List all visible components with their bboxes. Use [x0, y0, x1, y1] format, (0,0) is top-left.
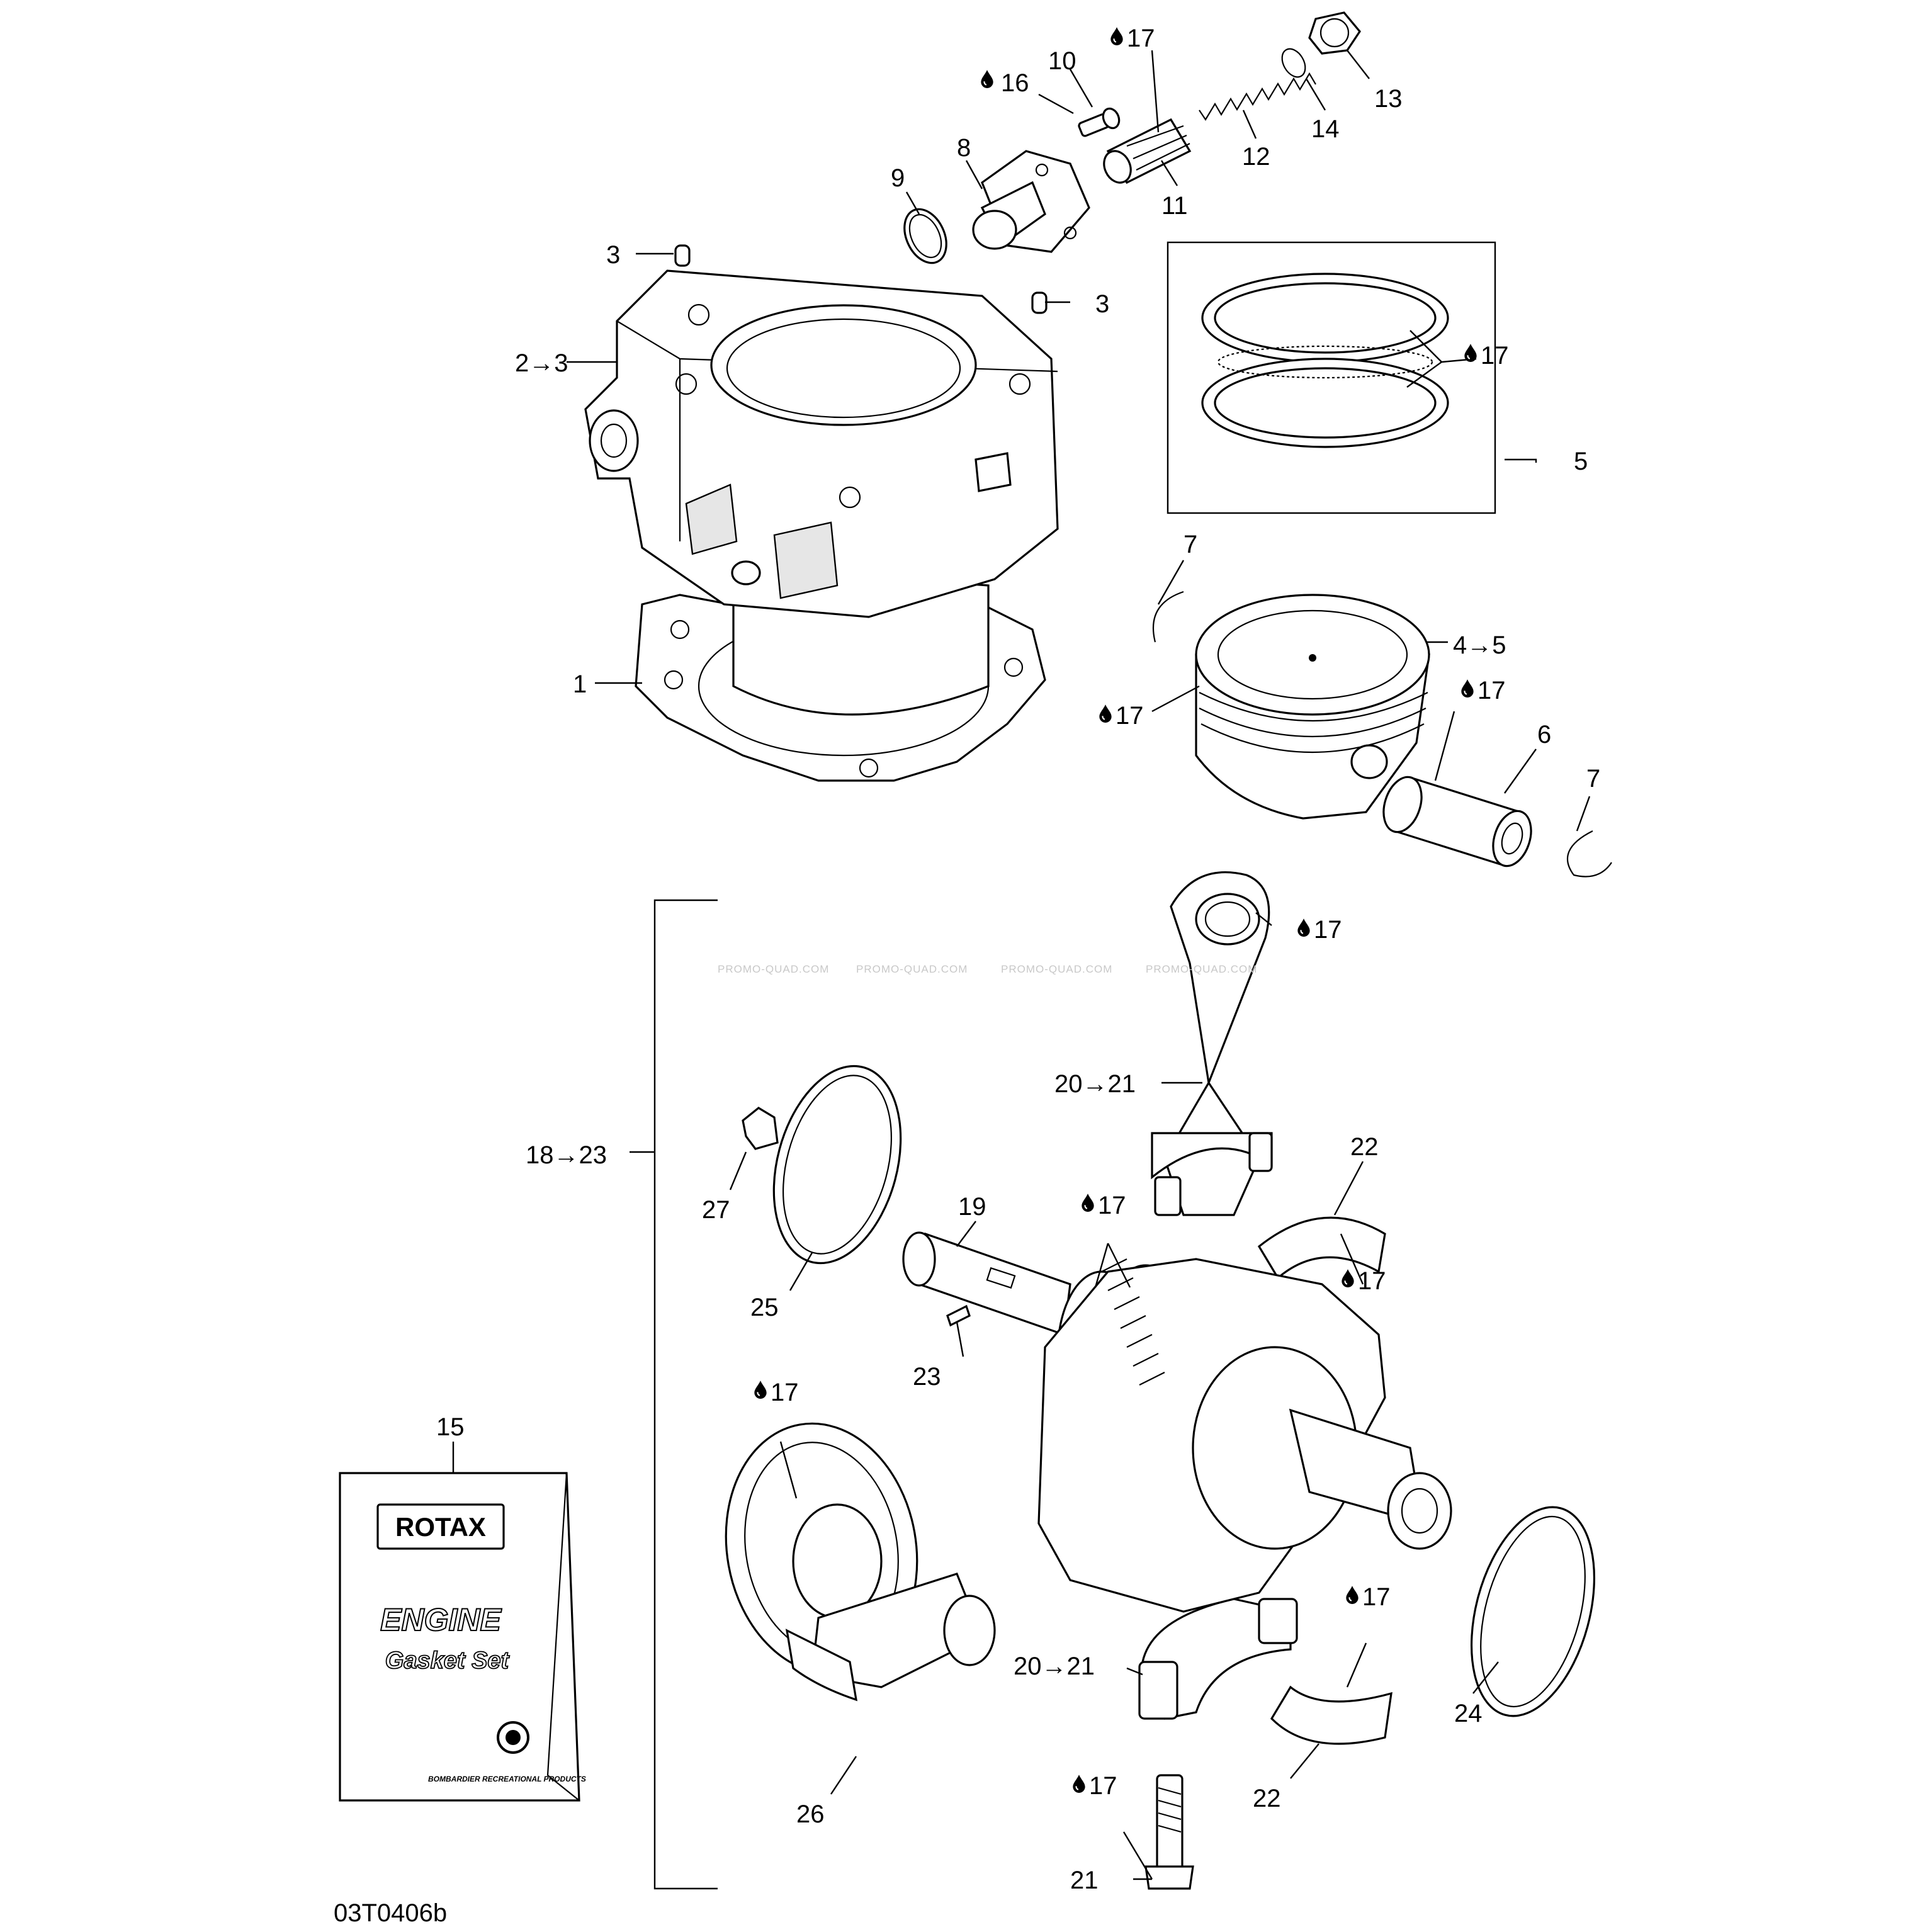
gasket-subtitle: Gasket Set: [385, 1647, 510, 1674]
gasket-set-package: ROTAX ENGINE Gasket Set BOMBARDIER RECRE…: [339, 1472, 586, 1802]
gasket-maker: BOMBARDIER RECREATIONAL PRODUCTS: [428, 1775, 586, 1783]
part-label: 26: [796, 1800, 825, 1828]
piston-pin: [1382, 776, 1532, 867]
oil-drop-icon: [1460, 679, 1474, 698]
oil-label: 17: [771, 1379, 799, 1406]
oil-label: 17: [1477, 677, 1506, 704]
thrust-washer: [772, 1065, 1596, 1717]
part-label: 1: [573, 670, 587, 698]
part-label: 13: [1374, 85, 1403, 113]
part-label: 19: [958, 1193, 986, 1221]
part-label: 6: [1537, 721, 1551, 749]
oil-label: 17: [1362, 1583, 1391, 1611]
bearing-shell: [1257, 1216, 1393, 1745]
oil-label: 17: [1481, 342, 1509, 370]
part-label: 20→21: [1054, 1070, 1136, 1098]
part-label: 22: [1350, 1133, 1379, 1161]
part-label: 24: [1454, 1700, 1483, 1727]
connecting-rod-cap: [1138, 1598, 1298, 1720]
circlip: [1152, 590, 1612, 878]
part-label: 27: [702, 1196, 730, 1224]
part-label: 16: [1001, 69, 1029, 97]
oil-drop-icon: [1297, 918, 1311, 937]
sealing-ring: [1281, 48, 1306, 78]
oil-drop-icon: [980, 69, 994, 88]
watermark-text: PROMO-QUAD.COM: [1146, 963, 1257, 975]
oil-drop-icon: [1072, 1774, 1086, 1793]
o-ring: [903, 208, 947, 264]
part-label: 7: [1183, 531, 1197, 558]
woodruff-key: [946, 1304, 971, 1327]
oil-drop-icon: [1110, 26, 1124, 45]
oil-label: 17: [1358, 1267, 1386, 1295]
oil-label: 17: [1089, 1772, 1117, 1800]
part-label: 7: [1586, 765, 1600, 793]
tensioner-housing: [972, 150, 1090, 253]
figure-code: 03T0406b: [334, 1899, 447, 1927]
part-label: 10: [1048, 47, 1076, 75]
leader-lines: [452, 50, 1591, 1880]
tensioner-spring: [1199, 72, 1316, 121]
part-label: 22: [1253, 1785, 1281, 1812]
conrod-bolt: [1144, 1774, 1194, 1890]
balance-shaft: [725, 1422, 996, 1702]
cylinder-block: [584, 269, 1059, 716]
piston-ring-set-box: [1167, 241, 1496, 514]
part-label: 4→5: [1453, 631, 1506, 659]
part-label: 12: [1242, 143, 1270, 171]
watermark-text: PROMO-QUAD.COM: [1001, 963, 1112, 975]
part-label: 15: [436, 1413, 465, 1441]
connecting-rod: [1151, 871, 1273, 1216]
oil-drop-icon: [754, 1380, 767, 1399]
part-label: 5: [1574, 448, 1588, 475]
watermark-text: PROMO-QUAD.COM: [718, 963, 829, 975]
plug: [742, 1107, 779, 1150]
crankshaft-group-bracket: [630, 899, 718, 1890]
oil-label: 17: [1314, 916, 1342, 944]
part-label: 3: [606, 241, 620, 269]
part-label: 8: [957, 134, 971, 162]
part-label: 18→23: [526, 1141, 607, 1169]
tensioner-bolt: [1078, 107, 1121, 137]
oil-drop-icon: [1341, 1268, 1355, 1287]
plug-screw: [1308, 11, 1361, 55]
oil-labels: 17 17 17 17 17 17 17 17 17 17: [754, 25, 1509, 1800]
part-label: 14: [1311, 115, 1340, 143]
part-label: 11: [1161, 192, 1188, 220]
gasket-title: ENGINE: [380, 1602, 502, 1637]
oil-label: 17: [1098, 1192, 1126, 1219]
piston: [1195, 594, 1430, 820]
part-label: 25: [750, 1294, 779, 1321]
tensioner-plunger: [1103, 118, 1192, 184]
part-label: 20→21: [1014, 1652, 1095, 1680]
watermark-text: PROMO-QUAD.COM: [856, 963, 968, 975]
gasket-brand: ROTAX: [395, 1512, 486, 1542]
oil-drop-icon: [1464, 343, 1477, 362]
part-label: 2→3: [515, 349, 568, 377]
part-labels: 1 2→3 3 3 4→5 5 6 7 7 8 9 10 11 12 13 14…: [436, 47, 1600, 1894]
oil-drop-icon: [1345, 1585, 1359, 1604]
oil-drop-icon: [1099, 704, 1112, 723]
part-label: 23: [913, 1363, 941, 1391]
oil-drop-icon: [1081, 1193, 1095, 1212]
part-label: 9: [891, 164, 905, 192]
part-label: 21: [1070, 1867, 1099, 1894]
watermark: PROMO-QUAD.COM PROMO-QUAD.COM PROMO-QUAD…: [718, 963, 1257, 975]
part-label: 3: [1095, 290, 1109, 318]
oil-label: 17: [1116, 702, 1144, 730]
oil-label: 17: [1127, 25, 1155, 52]
crankshaft: [902, 1231, 1452, 1613]
